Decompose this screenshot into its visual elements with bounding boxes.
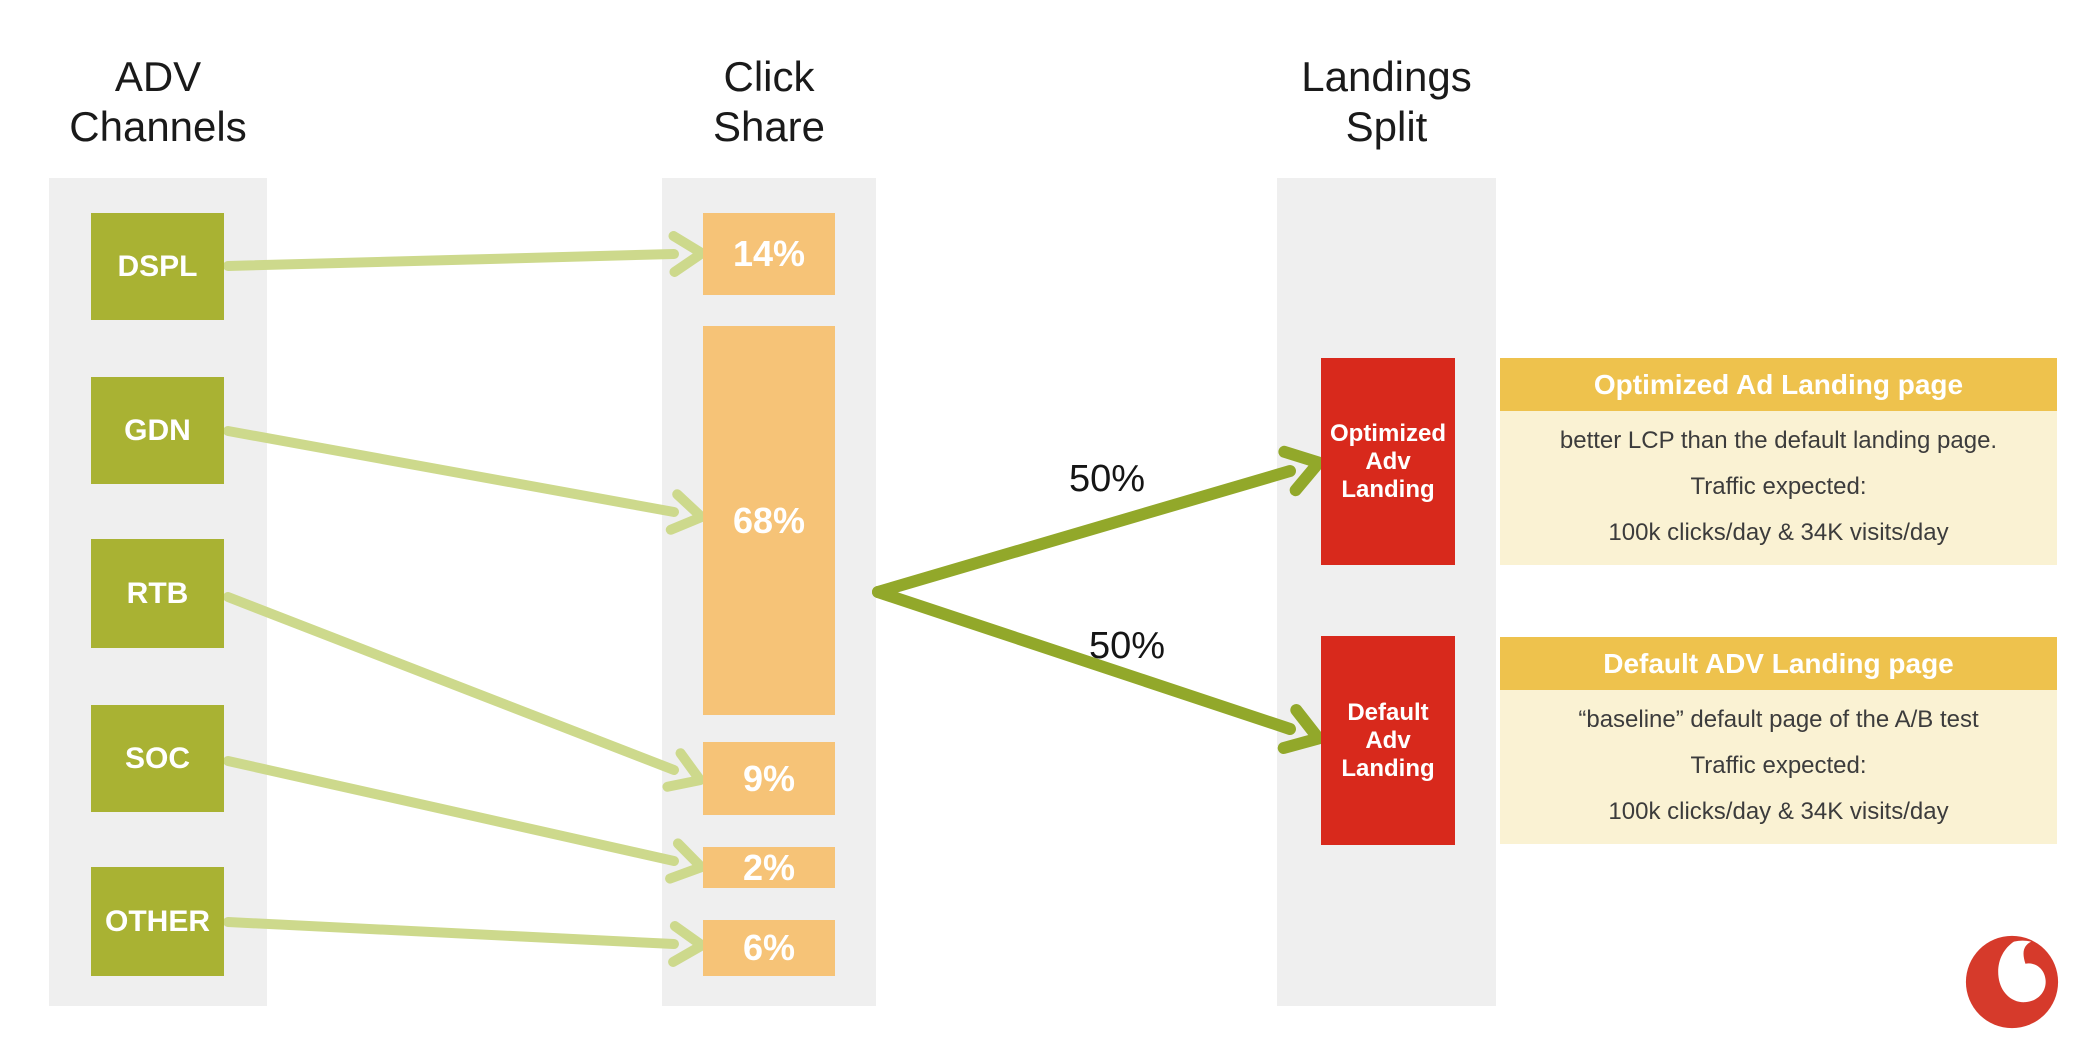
share-box-9: 9%	[703, 742, 835, 815]
landings-split-title-line2: Split	[1345, 103, 1428, 150]
share-box-14: 14%	[703, 213, 835, 295]
channel-box-rtb: RTB	[91, 539, 224, 648]
optimized-landing-line2: Adv	[1365, 447, 1411, 475]
default-landing-line3: Landing	[1341, 754, 1435, 782]
arrow-other-to-6	[223, 917, 707, 967]
share-label-6: 6%	[742, 927, 796, 968]
default-landing-card-title: Default ADV Landing page	[1500, 637, 2057, 690]
share-label-9: 9%	[742, 757, 796, 799]
channel-label-soc: SOC	[124, 741, 190, 775]
channel-box-other: OTHER	[91, 867, 224, 976]
share-label-68: 68%	[732, 499, 806, 541]
arrow-rtb-to-9	[223, 592, 706, 792]
optimized-adv-landing-box: Optimized Adv Landing	[1321, 358, 1455, 565]
channel-label-gdn: GDN	[124, 413, 191, 447]
channel-box-dspl: DSPL	[91, 213, 224, 320]
channel-box-soc: SOC	[91, 705, 224, 812]
adv-channels-title: ADV Channels	[29, 52, 287, 152]
optimized-landing-line3: Landing	[1341, 475, 1435, 503]
click-share-title-line2: Share	[712, 103, 826, 150]
optimized-card-line3: 100k clicks/day & 34K visits/day	[1608, 519, 1949, 546]
default-card-line2: Traffic expected:	[1690, 752, 1867, 779]
default-card-line3: 100k clicks/day & 34K visits/day	[1608, 798, 1949, 825]
share-box-2: 2%	[703, 847, 835, 888]
optimized-landing-card-body: better LCP than the default landing page…	[1500, 411, 2057, 565]
arrow-soc-to-2	[223, 756, 707, 884]
default-card-line1: “baseline” default page of the A/B test	[1578, 706, 1979, 733]
default-landing-line2: Adv	[1365, 726, 1411, 754]
share-label-2: 2%	[742, 846, 796, 888]
landings-split-title-line1: Landings	[1301, 53, 1472, 100]
click-share-title: Click Share	[642, 52, 896, 152]
split-percentage-bottom: 50%	[1088, 625, 1166, 667]
channel-label-other: OTHER	[105, 904, 210, 938]
default-landing-card-body: “baseline” default page of the A/B test …	[1500, 690, 2057, 844]
channel-label-dspl: DSPL	[117, 249, 198, 283]
channel-box-gdn: GDN	[91, 377, 224, 484]
optimized-card-line2: Traffic expected:	[1690, 473, 1867, 500]
optimized-landing-card-title: Optimized Ad Landing page	[1500, 358, 2057, 411]
vodafone-logo-icon	[1965, 935, 2059, 1029]
default-adv-landing-box: Default Adv Landing	[1321, 636, 1455, 845]
landings-split-title: Landings Split	[1257, 52, 1516, 152]
landings-column-background	[1277, 178, 1496, 1006]
channel-label-rtb: RTB	[126, 576, 189, 610]
default-landing-line1: Default	[1347, 698, 1429, 726]
split-percentage-top: 50%	[1068, 458, 1146, 500]
optimized-card-line1: better LCP than the default landing page…	[1559, 427, 1998, 454]
arrow-dspl-to-14	[223, 231, 707, 277]
share-box-68: 68%	[703, 326, 835, 715]
optimized-landing-line1: Optimized	[1329, 419, 1446, 447]
share-label-14: 14%	[732, 233, 806, 274]
arrow-gdn-to-68	[223, 426, 707, 535]
click-share-title-line1: Click	[723, 53, 815, 100]
optimized-landing-card: Optimized Ad Landing page better LCP tha…	[1500, 358, 2057, 565]
adv-channels-title-line1: ADV	[114, 53, 202, 100]
adv-channels-title-line2: Channels	[69, 103, 247, 150]
share-box-6: 6%	[703, 920, 835, 976]
default-landing-card: Default ADV Landing page “baseline” defa…	[1500, 637, 2057, 844]
